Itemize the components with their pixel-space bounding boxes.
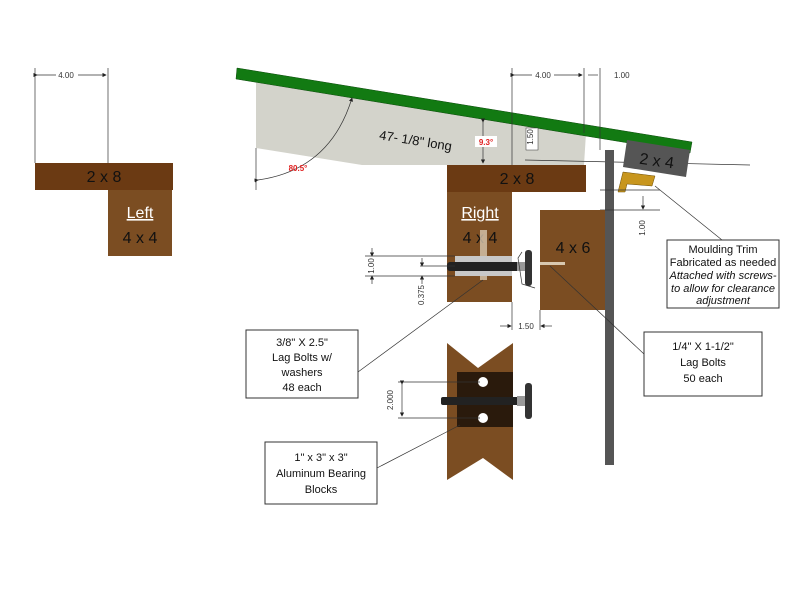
shaft-bolt [447, 262, 520, 271]
2x4-label: 2 x 4 [638, 151, 675, 173]
left-post-title: Left [127, 205, 154, 222]
large-lag-bolt-callout: 3/8" X 2.5" Lag Bolts w/ washers 48 each [245, 329, 359, 399]
left-width-dimension: 4.00 [58, 71, 74, 80]
svg-text:to allow for clearance: to allow for clearance [671, 283, 775, 295]
left-4x4-label: 4 x 4 [123, 230, 158, 247]
svg-text:50 each: 50 each [683, 373, 722, 385]
4x6-label: 4 x 6 [556, 240, 591, 257]
svg-text:1/4" X 1-1/2": 1/4" X 1-1/2" [672, 341, 734, 353]
svg-text:Attached with screws-: Attached with screws- [669, 270, 777, 282]
right-4x4-post [447, 192, 512, 302]
moulding-callout: Moulding Trim Fabricated as needed Attac… [666, 239, 780, 309]
wall-post [605, 150, 614, 465]
moulding-trim [617, 171, 656, 193]
rafter-height-dimension: 1.50 [526, 129, 535, 145]
svg-text:washers: washers [281, 367, 323, 379]
left-4x4-post [108, 190, 172, 256]
2x4-beam [623, 140, 690, 177]
left-assembly: 4.00 2 x 8 Left 4 x 4 [33, 68, 173, 256]
lag-bolt-shaft [480, 230, 487, 280]
svg-text:adjustment: adjustment [696, 295, 751, 307]
svg-text:Fabricated as needed: Fabricated as needed [670, 257, 776, 269]
moulding-gap-dimension: 1.00 [638, 220, 647, 236]
outer-angle-label: 80.5° [289, 164, 308, 173]
right-post-title: Right [461, 205, 499, 222]
svg-text:Blocks: Blocks [305, 484, 338, 496]
pitch-angle-label: 9.3° [479, 138, 493, 147]
svg-text:1" x 3" x 3": 1" x 3" x 3" [294, 452, 347, 464]
left-2x8-board [35, 163, 173, 190]
bearing-block-callout: 1" x 3" x 3" Aluminum Bearing Blocks [264, 441, 378, 505]
hole-spacing-dimension: 2.000 [386, 389, 395, 410]
small-lag-bolt-callout: 1/4" X 1-1/2" Lag Bolts 50 each [643, 331, 763, 397]
clearance-top-dimension: 1.00 [614, 71, 630, 80]
bolt-small-dimension: 0.375 [417, 284, 426, 305]
bearing-hole [478, 413, 488, 423]
svg-text:Aluminum Bearing: Aluminum Bearing [276, 468, 366, 480]
detail-bolt [441, 397, 520, 405]
svg-text:48 each: 48 each [282, 382, 321, 394]
svg-text:Lag Bolts: Lag Bolts [680, 357, 726, 369]
4x6-beam [540, 210, 605, 310]
roof-panel [235, 67, 693, 154]
svg-text:Moulding Trim: Moulding Trim [688, 244, 757, 256]
gap-4x6-dimension: 1.50 [518, 322, 534, 331]
bearing-hole [478, 377, 488, 387]
right-width-dimension: 4.00 [535, 71, 551, 80]
svg-text:3/8" X 2.5": 3/8" X 2.5" [276, 337, 328, 349]
left-2x8-label: 2 x 8 [87, 169, 122, 186]
svg-text:Lag Bolts w/: Lag Bolts w/ [272, 352, 333, 364]
right-2x8-label: 2 x 8 [500, 171, 535, 188]
right-2x8-board [447, 165, 586, 192]
washer [525, 250, 532, 286]
bolt-offset-dimension: 1.00 [367, 258, 376, 274]
